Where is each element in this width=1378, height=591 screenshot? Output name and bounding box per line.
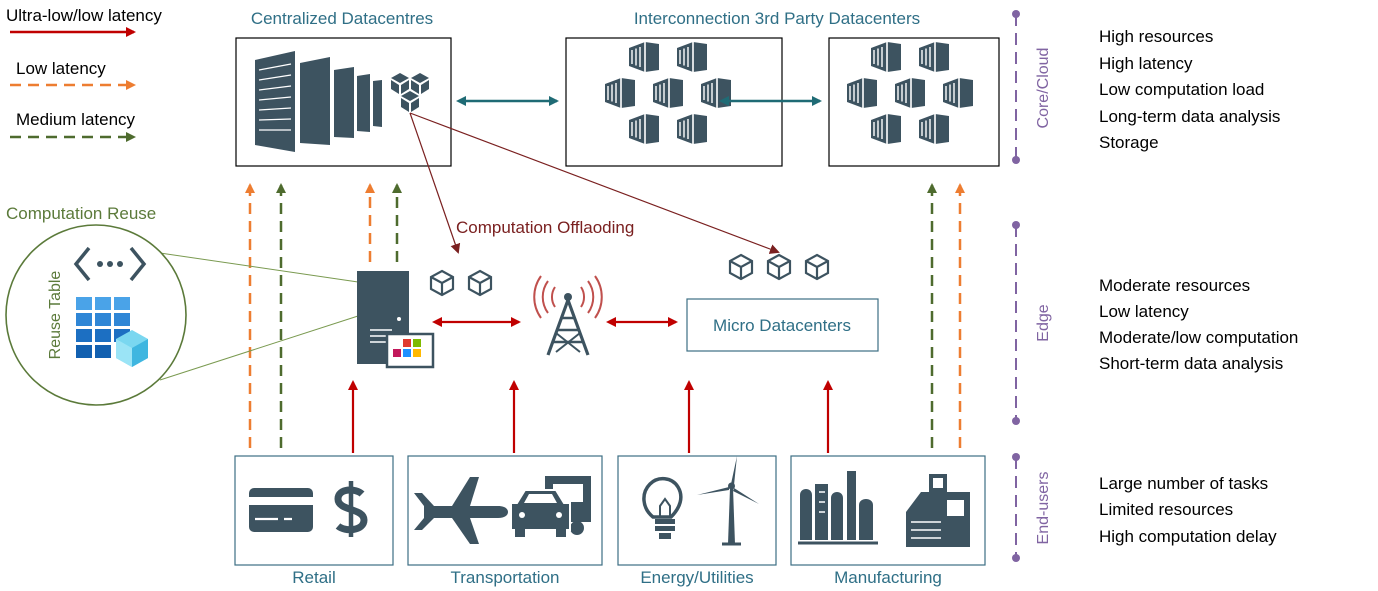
edge-desc-line: Short-term data analysis (1099, 354, 1283, 373)
micro-datacenters-box: Micro Datacenters (686, 298, 879, 352)
micro-datacenters-label: Micro Datacenters (713, 316, 851, 335)
end-desc-line: Limited resources (1099, 500, 1233, 519)
micro-datacenters-cubes-icon (728, 253, 830, 281)
core-desc-line: Storage (1099, 133, 1159, 152)
computation-reuse-title: Computation Reuse (6, 204, 156, 223)
edge-desc-line: Moderate/low computation (1099, 328, 1298, 347)
sector-label: Manufacturing (834, 568, 942, 587)
reuse-connector-top (159, 252, 359, 283)
table-grid-icon (76, 297, 148, 367)
edge-desc-line: Low latency (1099, 302, 1189, 321)
offload-arrow-to-micro-datacenters (409, 112, 780, 254)
airplane-icon (414, 477, 508, 544)
sector-label: Energy/Utilities (640, 568, 753, 587)
central-datacentres-title: Centralized Datacentres (251, 9, 433, 28)
sector-transportation: Transportation (407, 455, 603, 587)
legend: Ultra-low/low latency Low latency Medium… (6, 6, 162, 142)
end-desc-line: Large number of tasks (1099, 474, 1268, 493)
tier-axis: Core/Cloud Edge End-users (1012, 10, 1052, 562)
datacentre-building-icon (255, 51, 382, 152)
edge-description: Moderate resources Low latency Moderate/… (1099, 276, 1298, 373)
interconnection-title: Interconnection 3rd Party Datacenters (634, 9, 920, 28)
sector-energy-utilities: Energy/Utilities (617, 455, 777, 587)
machine-icon (906, 474, 970, 547)
sector-manufacturing: Manufacturing (790, 455, 986, 587)
third-party-datacentre-2 (828, 37, 1000, 167)
car-icon (510, 489, 571, 537)
edge-desc-line: Moderate resources (1099, 276, 1250, 295)
core-desc-line: High latency (1099, 54, 1193, 73)
reuse-table-circle: Reuse Table (5, 224, 187, 406)
tier-edge-label: Edge (1035, 304, 1052, 341)
reuse-table-label: Reuse Table (47, 271, 64, 360)
tier-core-label: Core/Cloud (1035, 48, 1052, 129)
dollar-icon (334, 481, 368, 537)
core-desc-line: High resources (1099, 27, 1213, 46)
factory-refinery-icon (798, 471, 878, 545)
tier-end-users-label: End-users (1035, 472, 1052, 545)
core-description: High resources High latency Low computat… (1099, 27, 1280, 152)
legend-ultra-low-label: Ultra-low/low latency (6, 6, 162, 25)
sector-retail: Retail (234, 455, 394, 587)
credit-card-icon (249, 488, 313, 532)
cell-tower-icon (533, 275, 603, 356)
legend-medium-label: Medium latency (16, 110, 136, 129)
wind-turbine-icon (697, 456, 759, 546)
core-desc-line: Low computation load (1099, 80, 1264, 99)
code-brackets-icon (73, 246, 147, 282)
legend-low-label: Low latency (16, 59, 106, 78)
edge-cubes-icon (429, 269, 493, 297)
core-desc-line: Long-term data analysis (1099, 107, 1280, 126)
reuse-connector-bottom (159, 315, 359, 381)
latency-arrows (245, 183, 965, 453)
computation-offloading-label: Computation Offlaoding (456, 218, 634, 237)
sector-label: Retail (292, 568, 335, 587)
end-users-description: Large number of tasks Limited resources … (1099, 474, 1277, 546)
central-datacentre-box (235, 37, 452, 167)
edge-server-icon (357, 271, 435, 369)
end-desc-line: High computation delay (1099, 527, 1277, 546)
sector-label: Transportation (451, 568, 560, 587)
light-bulb-icon (642, 477, 683, 539)
offload-arrow-to-edge-server (409, 112, 461, 254)
